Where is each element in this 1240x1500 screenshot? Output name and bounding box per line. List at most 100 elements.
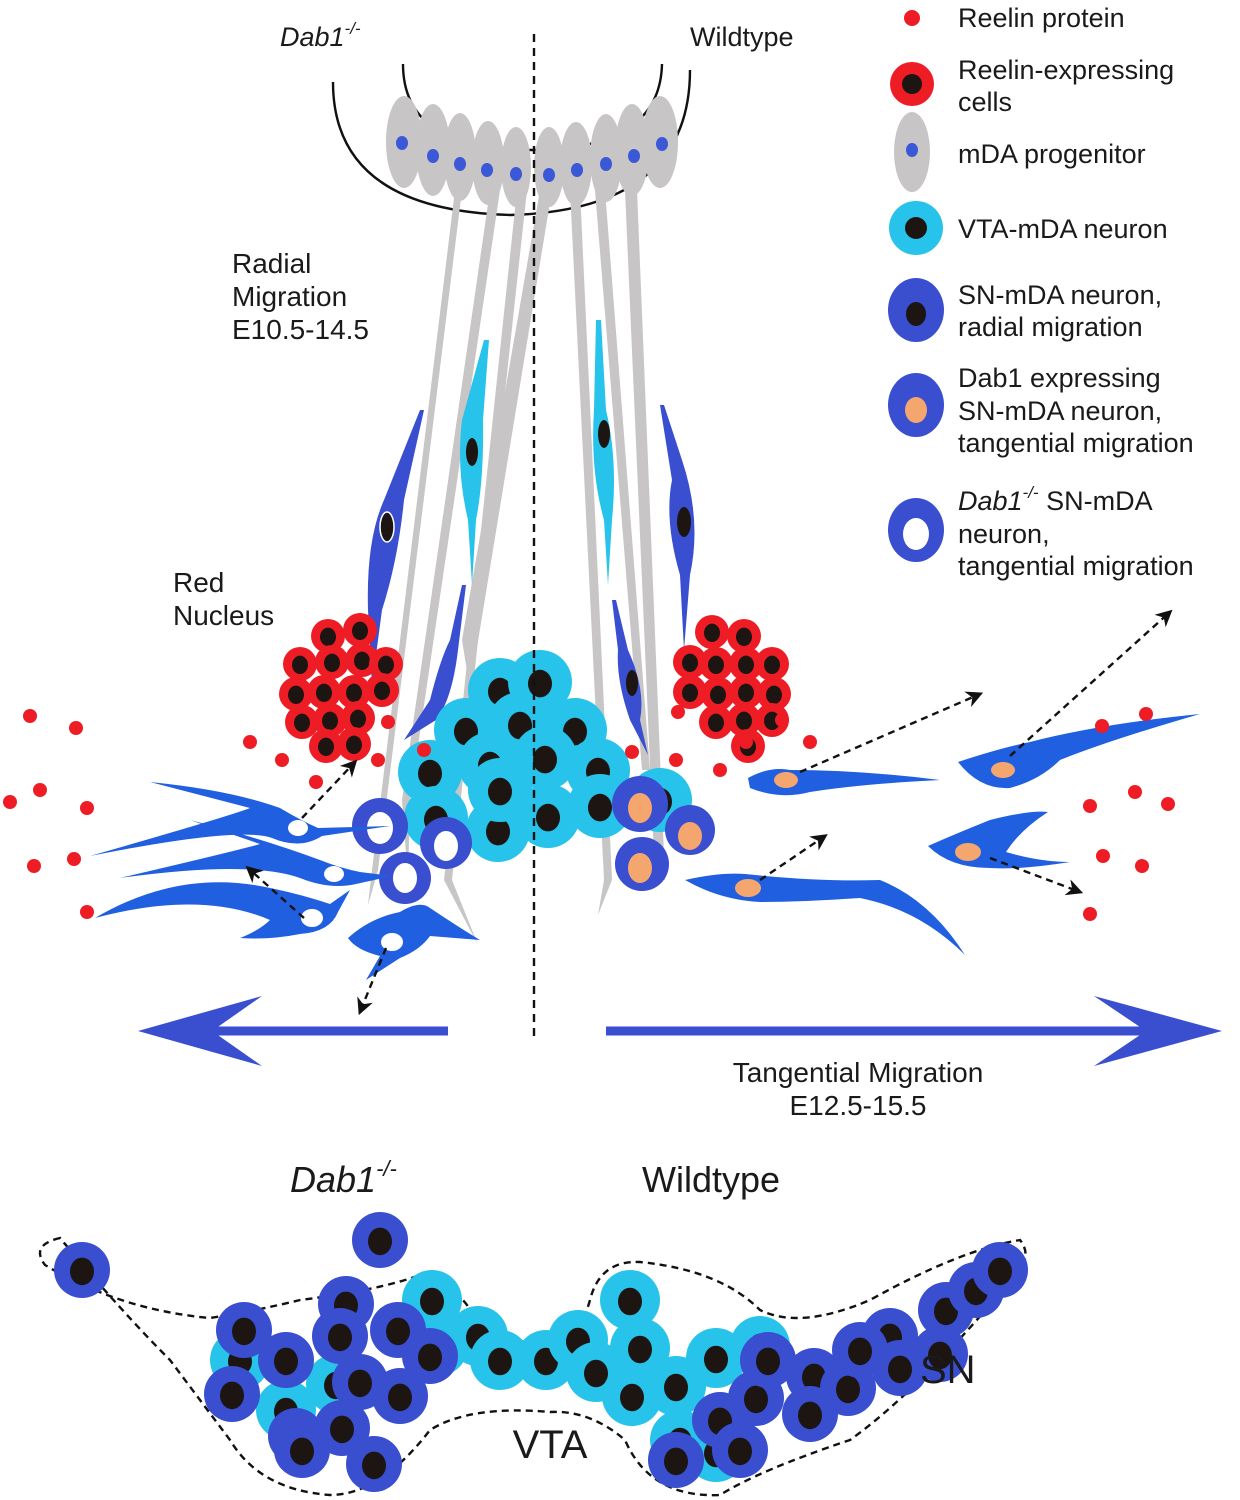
reelin-expressing-cell: [729, 647, 763, 681]
reelin-expressing-cell: [365, 673, 399, 707]
legend-mutant-label-1: Dab1-/- SN-mDA: [958, 483, 1153, 516]
sn-neuron: [972, 1242, 1028, 1298]
legend-dab1-label-3: tangential migration: [958, 428, 1194, 458]
sn-neuron: [712, 1422, 768, 1478]
legend-vta-label: VTA-mDA neuron: [958, 214, 1168, 244]
reelin-expressing-cell: [341, 701, 375, 735]
red-nucleus-right: [673, 615, 791, 763]
legend-reelin-protein-swatch: [904, 10, 920, 26]
radial-migration-label-1: Radial: [232, 248, 311, 279]
sn-neuron: [274, 1422, 330, 1478]
legend-sn-radial-swatch: [888, 278, 944, 342]
reelin-expressing-cell: [309, 729, 343, 763]
dab1-mutant-tangential-neurons: [90, 782, 480, 980]
radial-vta-neurons: [460, 320, 614, 585]
sn-neuron: [258, 1332, 314, 1388]
dashed-migration-arrows: [245, 609, 1173, 1016]
reelin-expressing-cell: [729, 675, 763, 709]
progenitor-row: [386, 96, 678, 207]
bottom-sn-neurons: [54, 1212, 1028, 1492]
sn-neuron: [832, 1322, 888, 1378]
sn-neuron: [346, 1436, 402, 1492]
legend-dab1-label-2: SN-mDA neuron,: [958, 396, 1162, 426]
legend-vta-swatch: [889, 201, 943, 255]
tangential-arrow-right: [606, 996, 1222, 1066]
sn-neuron: [912, 1326, 968, 1382]
reelin-expressing-cell: [727, 619, 761, 653]
tangential-arrow-left: [138, 996, 448, 1066]
reelin-expressing-cell: [757, 677, 791, 711]
bottom-panel: Dab1-/- Wildtype VTA SN: [38, 1156, 1028, 1497]
bottom-genotype-wildtype: Wildtype: [642, 1159, 780, 1200]
legend-dab1-mutant-swatch: [888, 498, 944, 562]
reelin-expressing-cell: [673, 675, 707, 709]
tangential-migration-label-2: E12.5-15.5: [790, 1090, 927, 1121]
red-nucleus-label-1: Red: [173, 567, 224, 598]
vta-neuron: [468, 758, 532, 822]
reelin-expressing-cell: [673, 645, 707, 679]
legend: Reelin protein Reelin-expressing cells m…: [888, 3, 1194, 581]
vta-neuron: [513, 726, 577, 790]
radial-migration-label-2: Migration: [232, 281, 347, 312]
region-label-sn: SN: [920, 1348, 976, 1392]
red-nucleus-label-2: Nucleus: [173, 600, 274, 631]
legend-reelin-cells-label-1: Reelin-expressing: [958, 55, 1174, 85]
reelin-expressing-cell: [755, 703, 789, 737]
sn-neuron: [740, 1332, 796, 1388]
legend-reelin-protein-label: Reelin protein: [958, 3, 1125, 33]
legend-dab1-label-1: Dab1 expressing: [958, 363, 1161, 393]
reelin-expressing-cell: [755, 647, 789, 681]
top-panel: Dab1-/- Wildtype Radial Migration E10.5-…: [3, 19, 1222, 1121]
vta-neuron: [516, 784, 580, 848]
tangential-migration-label-1: Tangential Migration: [733, 1057, 984, 1088]
legend-mutant-label-2: neuron,: [958, 519, 1050, 549]
vta-neuron: [610, 1318, 670, 1378]
reelin-expressing-cell: [313, 703, 347, 737]
legend-sn-radial-label-2: radial migration: [958, 312, 1143, 342]
legend-progenitor-label: mDA progenitor: [958, 139, 1146, 169]
reelin-expressing-cell: [283, 647, 317, 681]
reelin-protein-dots: [3, 705, 1175, 921]
radial-sn-neurons: [367, 405, 695, 755]
radial-migration-label-3: E10.5-14.5: [232, 314, 369, 345]
top-genotype-wildtype: Wildtype: [690, 22, 794, 52]
sn-neuron: [372, 1368, 428, 1424]
sn-neuron: [204, 1366, 260, 1422]
reelin-expressing-cell: [699, 705, 733, 739]
dab1-expressing-tangential-neurons: [685, 714, 1200, 955]
reelin-expressing-cell: [701, 677, 735, 711]
reelin-expressing-cell: [279, 677, 313, 711]
legend-reelin-cell-swatch: [890, 62, 934, 106]
legend-dab1-expressing-swatch: [888, 373, 944, 437]
vta-neuron: [600, 1270, 660, 1330]
reelin-expressing-cell: [307, 675, 341, 709]
sn-neuron: [402, 1328, 458, 1384]
reelin-expressing-cell: [699, 647, 733, 681]
vta-neuron: [470, 1330, 530, 1390]
legend-progenitor-swatch: [894, 112, 930, 192]
sn-neuron: [648, 1432, 704, 1488]
sn-neuron: [54, 1242, 110, 1298]
sn-neuron: [312, 1308, 368, 1364]
bottom-genotype-mutant: Dab1-/-: [290, 1156, 397, 1200]
sn-neuron: [352, 1212, 408, 1268]
top-genotype-mutant: Dab1-/-: [280, 19, 361, 52]
reelin-expressing-cell: [337, 727, 371, 761]
reelin-expressing-cell: [369, 647, 403, 681]
reelin-expressing-cell: [343, 613, 377, 647]
dab1-mutant-round-neurons: [352, 798, 472, 904]
legend-mutant-label-3: tangential migration: [958, 551, 1194, 581]
legend-sn-radial-label-1: SN-mDA neuron,: [958, 280, 1162, 310]
reelin-expressing-cell: [727, 703, 761, 737]
red-nucleus-left: [279, 613, 403, 763]
reelin-expressing-cell: [337, 675, 371, 709]
reelin-expressing-cell: [315, 645, 349, 679]
dab1-expressing-round-neurons: [612, 776, 715, 891]
legend-reelin-cells-label-2: cells: [958, 87, 1012, 117]
sn-neuron: [216, 1302, 272, 1358]
reelin-expressing-cell: [285, 705, 319, 739]
reelin-expressing-cell: [695, 615, 729, 649]
region-label-vta: VTA: [513, 1423, 588, 1467]
reelin-expressing-cell: [311, 619, 345, 653]
